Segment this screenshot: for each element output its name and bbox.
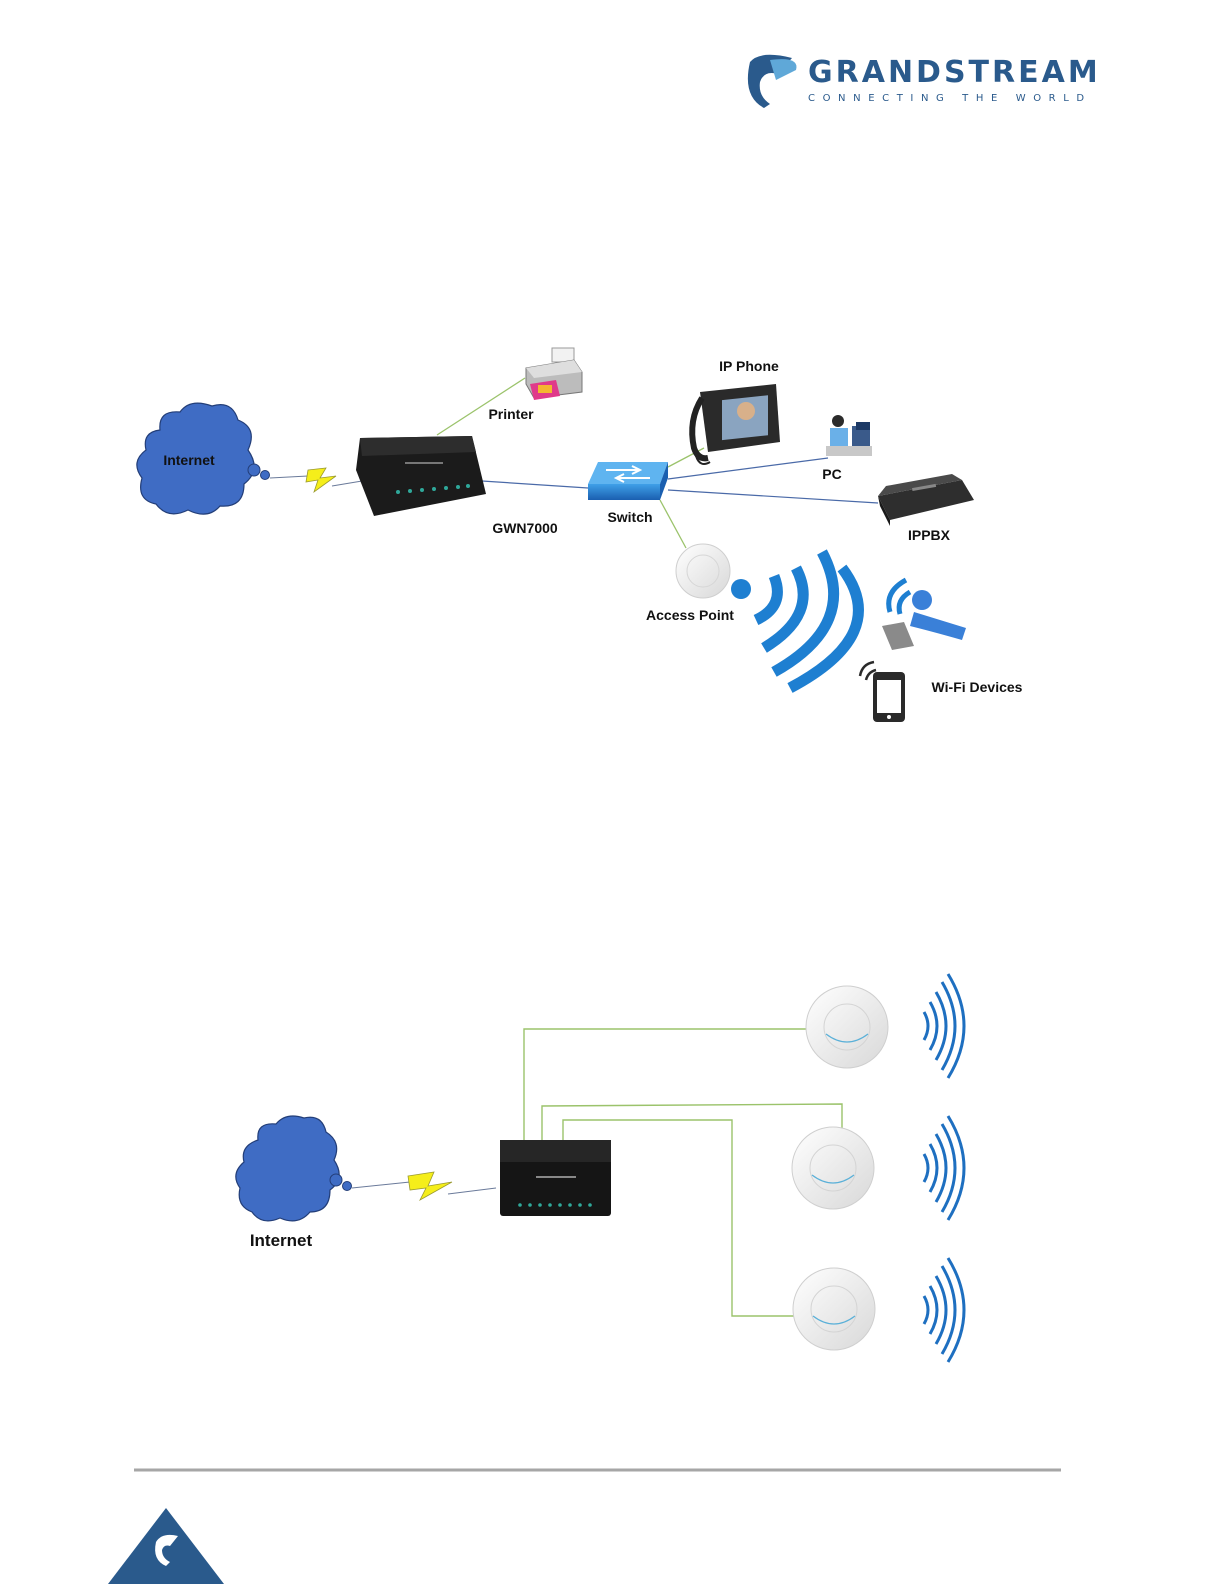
lightning-link-icon [352,1172,496,1200]
link-switch-ap [660,500,686,548]
router-icon [500,1140,611,1216]
switch-icon [588,462,668,500]
wifi-waves-icon [756,552,858,688]
access-point-label: Access Point [646,607,734,623]
cloud-icon [236,1116,352,1221]
network-diagram-1: Internet GWN7000 Printer [137,348,1023,722]
ippbx-icon [878,474,974,526]
link-router-ap-1 [524,1029,806,1140]
smartphone-icon [860,662,905,722]
link-switch-ippbx [668,490,878,503]
pc-user-icon [826,415,872,456]
link-router-switch [482,481,588,488]
access-point-icon [793,1268,875,1350]
pc-label: PC [822,466,841,482]
printer-icon [526,348,582,400]
router-label: GWN7000 [492,520,558,536]
router-icon [356,436,486,516]
footer-logo-icon [108,1508,224,1584]
ip-phone-icon [692,384,780,464]
grandstream-logo: GRANDSTREAM CONNECTING THE WORLD [748,55,1101,108]
lightning-link-icon [270,468,362,492]
printer-label: Printer [488,406,534,422]
wifi-devices-label: Wi-Fi Devices [932,679,1023,695]
brand-name: GRANDSTREAM [808,55,1101,90]
link-switch-pc [668,458,828,479]
brand-tagline: CONNECTING THE WORLD [808,93,1092,104]
link-router-ap-2 [542,1104,842,1140]
ip-phone-label: IP Phone [719,358,779,374]
wifi-waves-icon [924,1116,964,1220]
network-diagram-2: Internet [236,974,964,1362]
internet-label: Internet [163,452,215,468]
wifi-waves-icon [924,974,964,1078]
access-point-icon [792,1127,874,1209]
access-point-icon [676,544,751,599]
internet-label: Internet [250,1231,313,1250]
ippbx-label: IPPBX [908,527,951,543]
switch-label: Switch [607,509,652,525]
laptop-user-icon [882,580,966,650]
wifi-waves-icon [924,1258,964,1362]
access-point-icon [806,986,888,1068]
grandstream-emblem-icon [748,55,797,108]
